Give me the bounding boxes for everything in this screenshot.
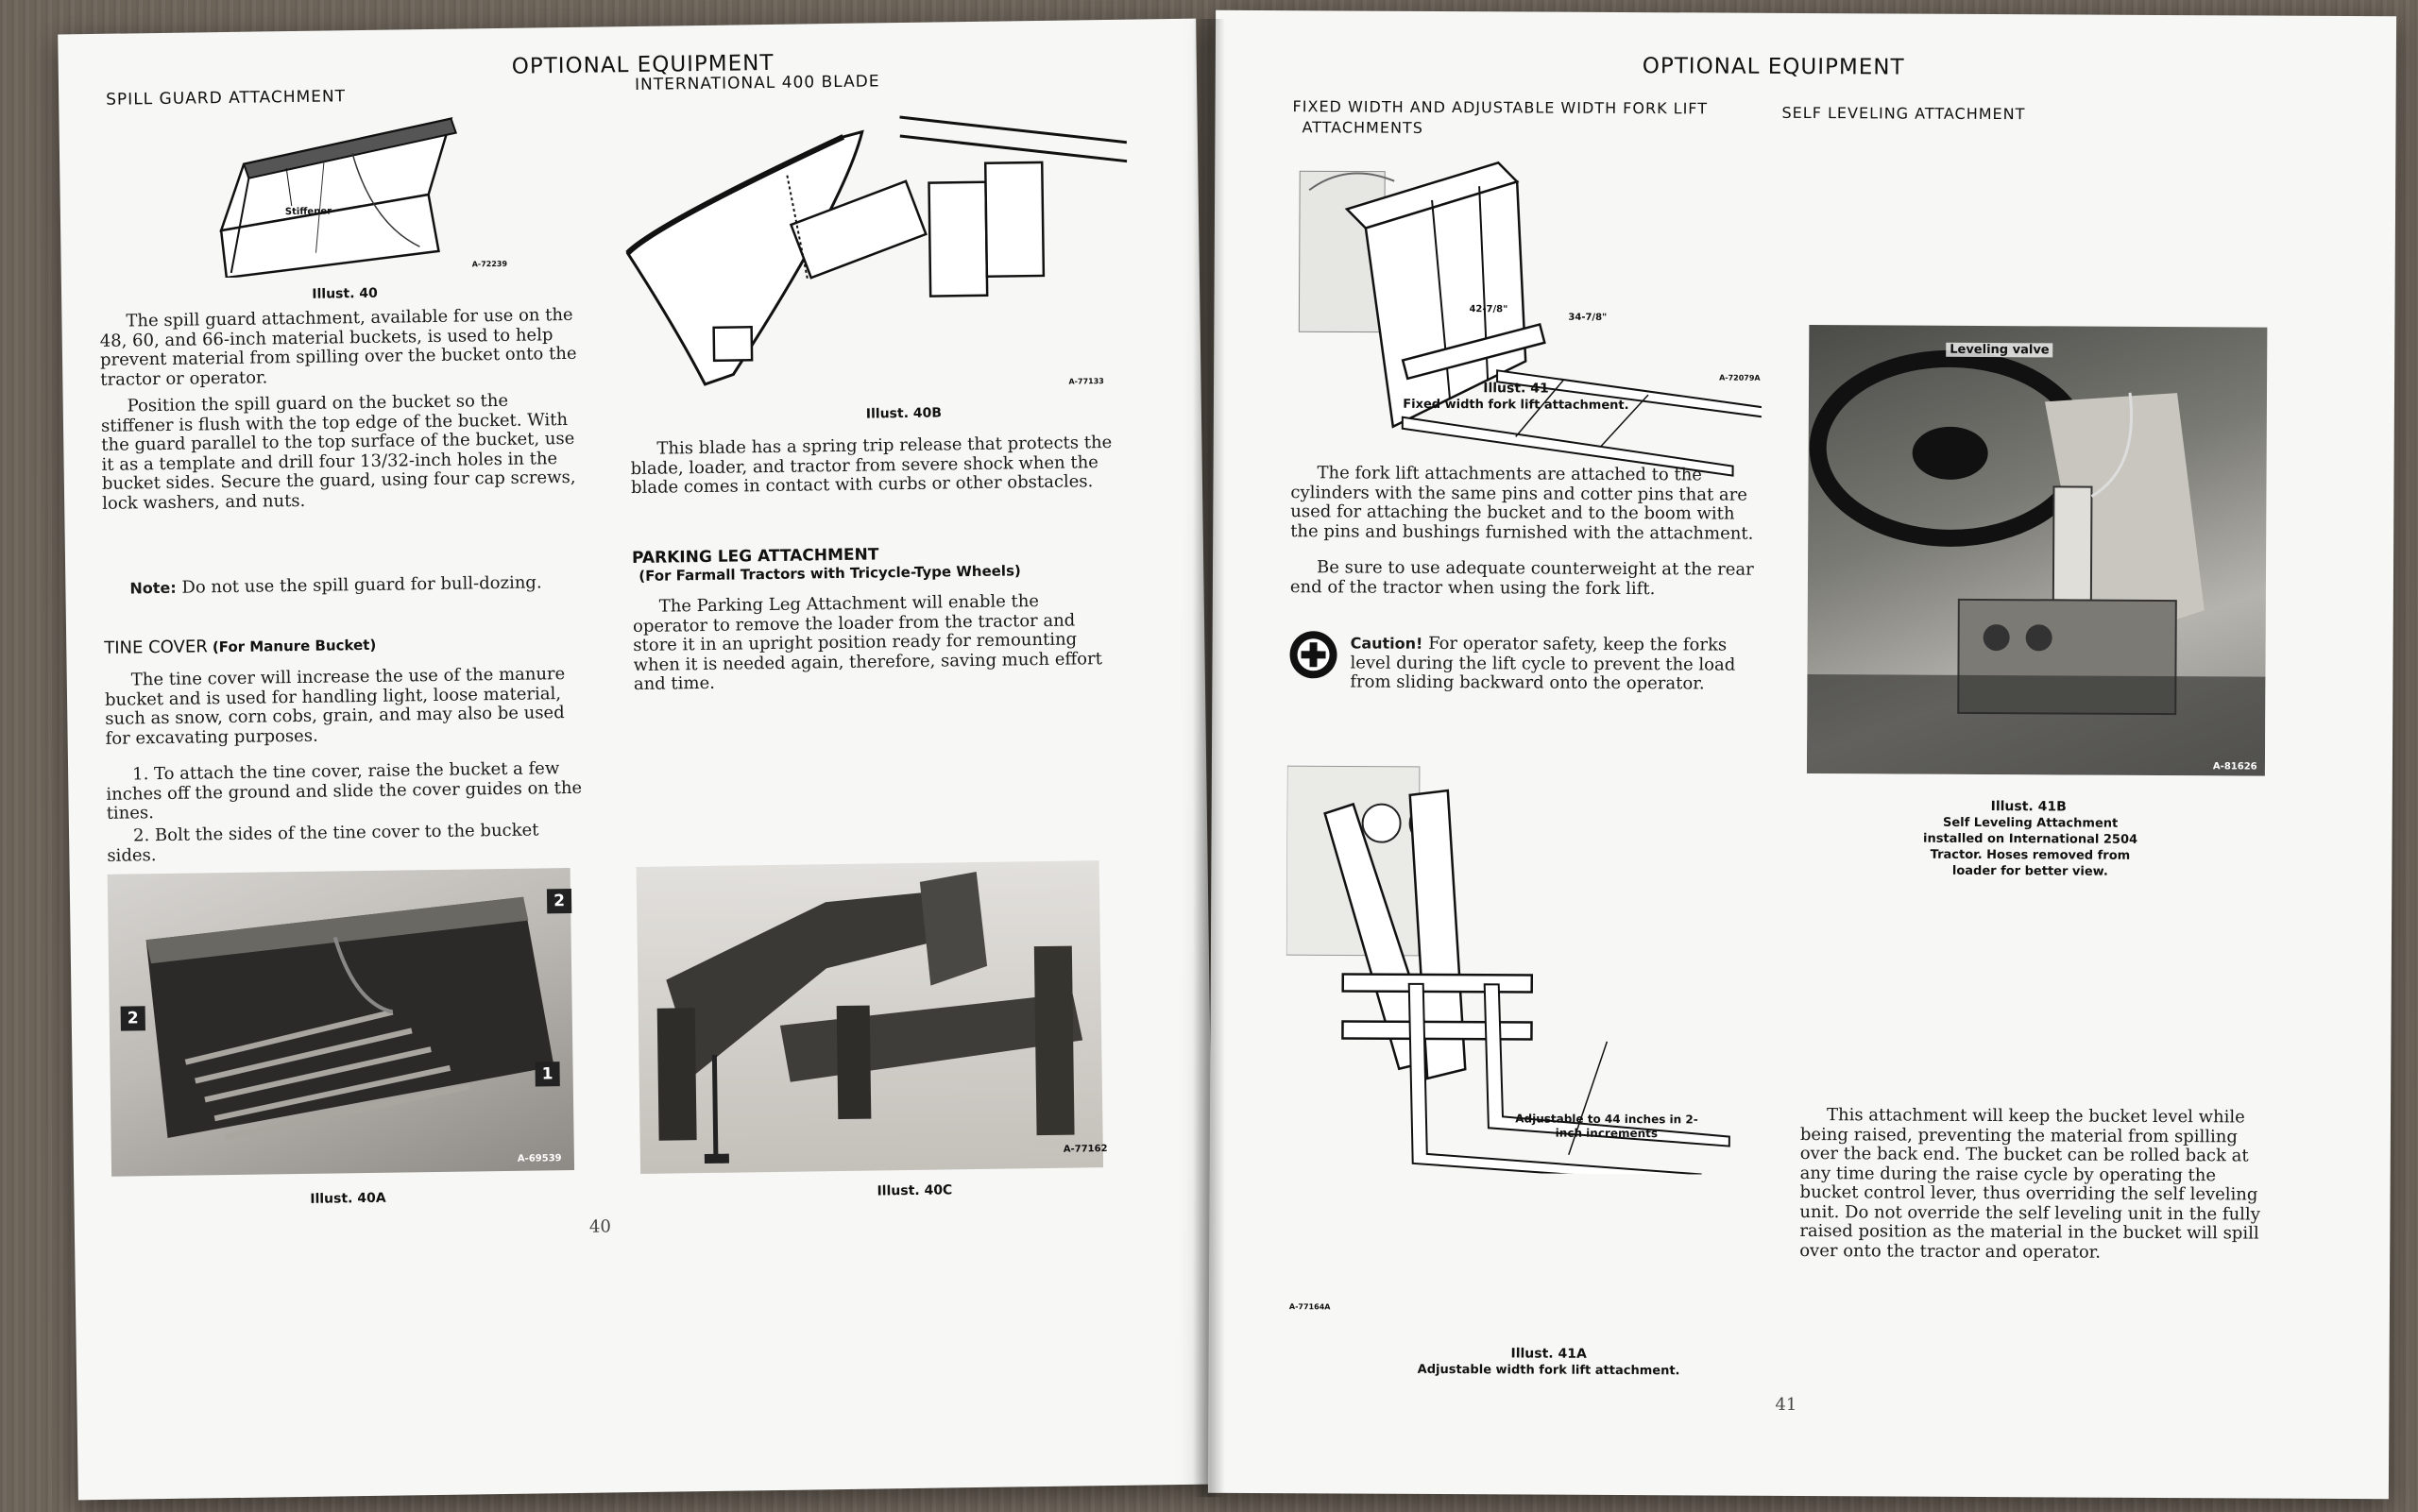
- fixed-fork-drawing: [1298, 161, 1763, 477]
- illust-40c-caption: Illust. 40C: [877, 1182, 953, 1199]
- illust-41a-caption: Illust. 41A: [1510, 1346, 1587, 1362]
- page-number-40: 40: [588, 1216, 611, 1237]
- fork-lift-title-line1: FIXED WIDTH AND ADJUSTABLE WIDTH FORK LI…: [1292, 97, 1709, 118]
- spill-guard-drawing: [219, 117, 458, 279]
- stiffener-label: Stiffener: [284, 206, 332, 218]
- fork-lift-title-line2: ATTACHMENTS: [1302, 118, 1423, 137]
- spill-guard-para1: The spill guard attachment, available fo…: [99, 304, 577, 390]
- right-page: OPTIONAL EQUIPMENT FIXED WIDTH AND ADJUS…: [1207, 9, 2397, 1500]
- spill-guard-para2: Position the spill guard on the bucket s…: [100, 390, 576, 514]
- spill-guard-title: SPILL GUARD ATTACHMENT: [106, 87, 347, 110]
- illust-41a-subcaption: Adjustable width fork lift attachment.: [1417, 1362, 1680, 1379]
- adjustable-fork-drawing: [1286, 765, 1730, 1175]
- fork-lift-para2: Be sure to use adequate counterweight at…: [1289, 557, 1754, 599]
- fork-dim-1: 42-7/8": [1469, 304, 1508, 315]
- illust-41-subcaption: Fixed width fork lift attachment.: [1403, 397, 1629, 414]
- fixed-fork-code: A-72079A: [1719, 373, 1761, 382]
- illust-40-caption: Illust. 40: [312, 285, 378, 302]
- callout-2-left: 2: [120, 1006, 145, 1031]
- page-number-41: 41: [1775, 1394, 1797, 1415]
- illust-41b-subcaption: Self Leveling Attachment installed on In…: [1922, 815, 2138, 879]
- illust-40b-caption: Illust. 40B: [865, 405, 943, 422]
- parking-leg-code: A-77162: [1063, 1144, 1108, 1155]
- spill-guard-note: Note: Do not use the spill guard for bul…: [129, 572, 542, 598]
- tine-cover-step2: 2. Bolt the sides of the tine cover to t…: [107, 820, 539, 866]
- caution-text: Caution! For operator safety, keep the f…: [1350, 633, 1736, 694]
- illust-41-caption: Illust. 41: [1483, 381, 1549, 397]
- left-page: OPTIONAL EQUIPMENT SPILL GUARD ATTACHMEN…: [58, 18, 1217, 1501]
- fork-dim-2: 34-7/8": [1568, 312, 1608, 323]
- illust-41b-caption: Illust. 41B: [1990, 799, 2067, 815]
- safety-cross-icon: [1289, 631, 1337, 679]
- right-page-header: OPTIONAL EQUIPMENT: [1642, 54, 1905, 80]
- callout-1: 1: [535, 1062, 560, 1087]
- tine-cover-photo: [107, 868, 575, 1177]
- leveling-valve-label: Leveling valve: [1946, 342, 2053, 358]
- callout-2-right: 2: [546, 888, 572, 914]
- illust-40a-caption: Illust. 40A: [310, 1190, 386, 1207]
- blade-code: A-77133: [1068, 377, 1104, 386]
- self-leveling-title: SELF LEVELING ATTACHMENT: [1781, 103, 2026, 124]
- blade-drawing: [625, 115, 1128, 386]
- fork-lift-para1: The fork lift attachments are attached t…: [1290, 463, 1754, 544]
- self-leveling-para: This attachment will keep the bucket lev…: [1799, 1105, 2260, 1263]
- book-spine-shadow: [1193, 19, 1225, 1497]
- self-leveling-photo: [1806, 325, 2268, 776]
- spill-guard-code: A-72239: [471, 259, 508, 269]
- blade-para: This blade has a spring trip release tha…: [630, 432, 1113, 499]
- adjustable-fork-code: A-77164A: [1288, 1302, 1331, 1312]
- tine-cover-title: TINE COVER (For Manure Bucket): [104, 636, 377, 658]
- tine-cover-code: A-69539: [517, 1153, 562, 1164]
- tine-cover-step1: 1. To attach the tine cover, raise the b…: [106, 758, 583, 824]
- parking-leg-photo: [636, 860, 1104, 1174]
- self-leveling-code: A-81626: [2212, 761, 2257, 773]
- parking-leg-para: The Parking Leg Attachment will enable t…: [632, 591, 1103, 695]
- adjustable-label: Adjustable to 44 inches in 2-inch increm…: [1515, 1112, 1698, 1141]
- tine-cover-para1: The tine cover will increase the use of …: [104, 664, 566, 749]
